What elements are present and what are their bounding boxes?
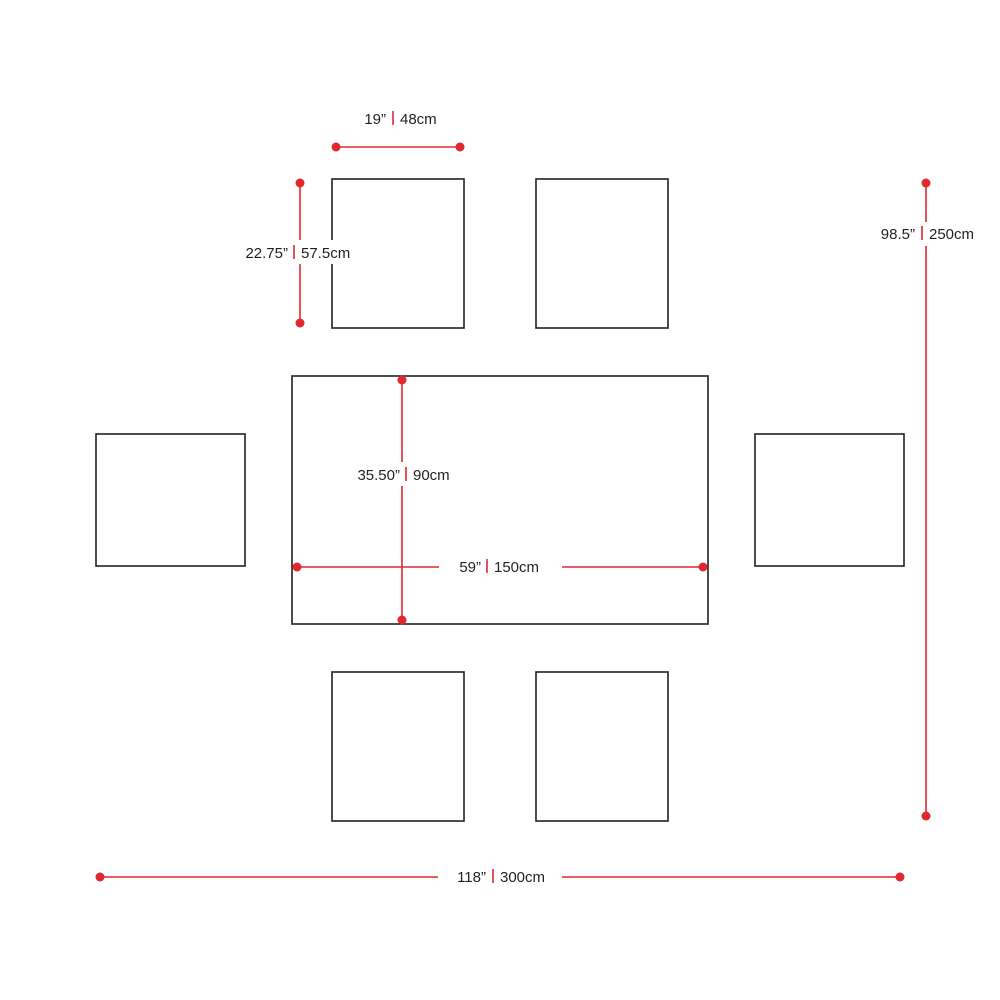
chair-depth-metric: 57.5cm xyxy=(301,245,350,262)
total-width-imperial: 118” xyxy=(457,869,486,886)
chair-bottom-left xyxy=(331,671,465,822)
chair-top-right xyxy=(535,178,669,329)
table-depth-start-dot xyxy=(397,375,407,385)
table-width-end-dot xyxy=(698,562,708,572)
chair-depth-dimension: 22.75” 57.5cm xyxy=(232,178,360,328)
total-depth-imperial: 98.5” xyxy=(881,226,915,243)
table-width-dimension: 59” 150cm xyxy=(292,559,708,576)
table-depth-imperial: 35.50” xyxy=(357,467,400,484)
table-width-imperial: 59” xyxy=(459,559,481,576)
chair-depth-imperial: 22.75” xyxy=(245,245,288,262)
table-depth-dimension: 35.50” 90cm xyxy=(344,375,460,625)
table-width-start-dot xyxy=(292,562,302,572)
chair-right xyxy=(754,433,905,567)
chair-width-end-dot xyxy=(455,142,465,152)
total-depth-metric: 250cm xyxy=(929,226,974,243)
total-width-dimension: 118” 300cm xyxy=(95,869,905,886)
total-depth-dimension: 98.5” 250cm xyxy=(866,178,986,821)
table-depth-metric: 90cm xyxy=(413,467,450,484)
chair-depth-end-dot xyxy=(295,318,305,328)
total-width-end-dot xyxy=(895,872,905,882)
total-depth-end-dot xyxy=(921,811,931,821)
chair-bottom-right xyxy=(535,671,669,822)
table-depth-label-backdrop xyxy=(344,462,460,486)
chair-width-dimension: 19” 48cm xyxy=(331,111,465,152)
total-width-metric: 300cm xyxy=(500,869,545,886)
chair-left xyxy=(95,433,246,567)
total-width-start-dot xyxy=(95,872,105,882)
chair-width-metric: 48cm xyxy=(400,111,437,128)
chair-width-start-dot xyxy=(331,142,341,152)
table-depth-end-dot xyxy=(397,615,407,625)
total-depth-start-dot xyxy=(921,178,931,188)
total-depth-label-backdrop xyxy=(866,222,986,246)
chair-width-imperial: 19” xyxy=(364,111,386,128)
table-width-metric: 150cm xyxy=(494,559,539,576)
chair-depth-label-backdrop xyxy=(232,240,360,264)
table-top xyxy=(291,375,709,625)
chair-depth-start-dot xyxy=(295,178,305,188)
